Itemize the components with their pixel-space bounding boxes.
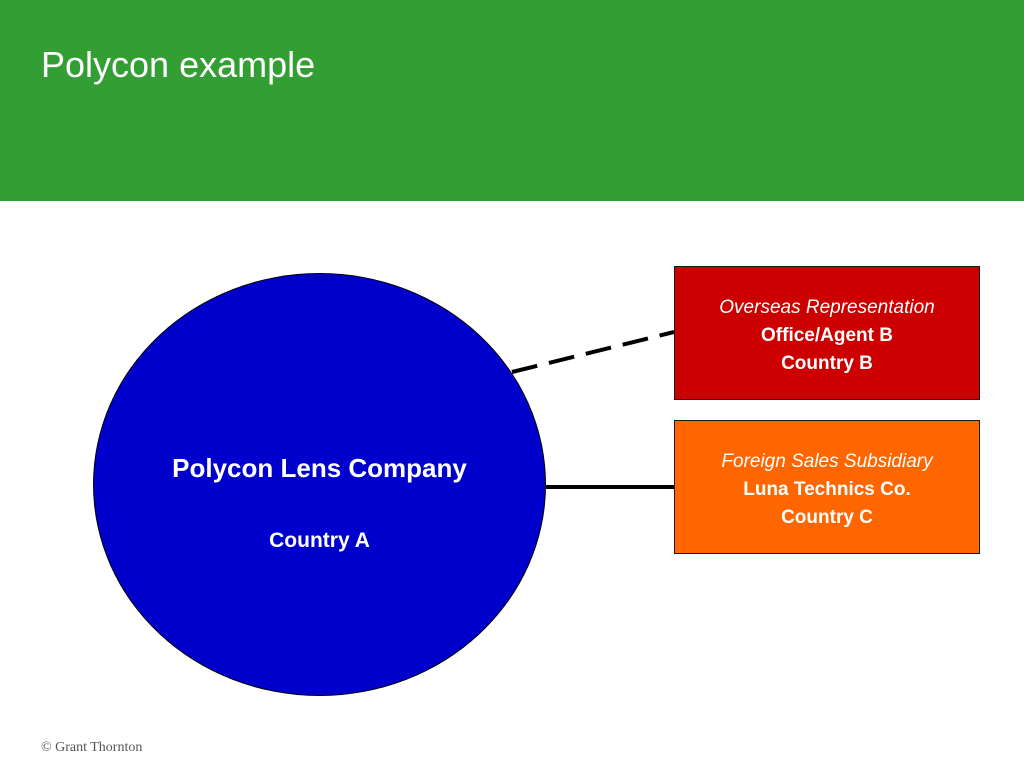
entity-country-label: Country B	[781, 353, 873, 374]
main-entity-name: Polycon Lens Company	[172, 453, 467, 483]
footer-copyright: © Grant Thornton	[41, 740, 143, 755]
entity-type-label: Foreign Sales Subsidiary	[721, 451, 933, 472]
entity-name-label: Luna Technics Co.	[743, 479, 911, 500]
dashed-connector-line	[511, 330, 675, 374]
main-entity-circle	[93, 273, 546, 696]
entity-country-label: Country C	[781, 507, 873, 528]
entity-box-sales-subsidiary: Foreign Sales Subsidiary Luna Technics C…	[674, 420, 980, 554]
entity-name-label: Office/Agent B	[761, 325, 893, 346]
main-entity-country: Country A	[269, 529, 370, 552]
entity-type-label: Overseas Representation	[719, 297, 935, 318]
header-bar	[0, 0, 1024, 201]
entity-box-office-agent: Overseas Representation Office/Agent B C…	[674, 266, 980, 400]
slide-title: Polycon example	[41, 44, 316, 85]
